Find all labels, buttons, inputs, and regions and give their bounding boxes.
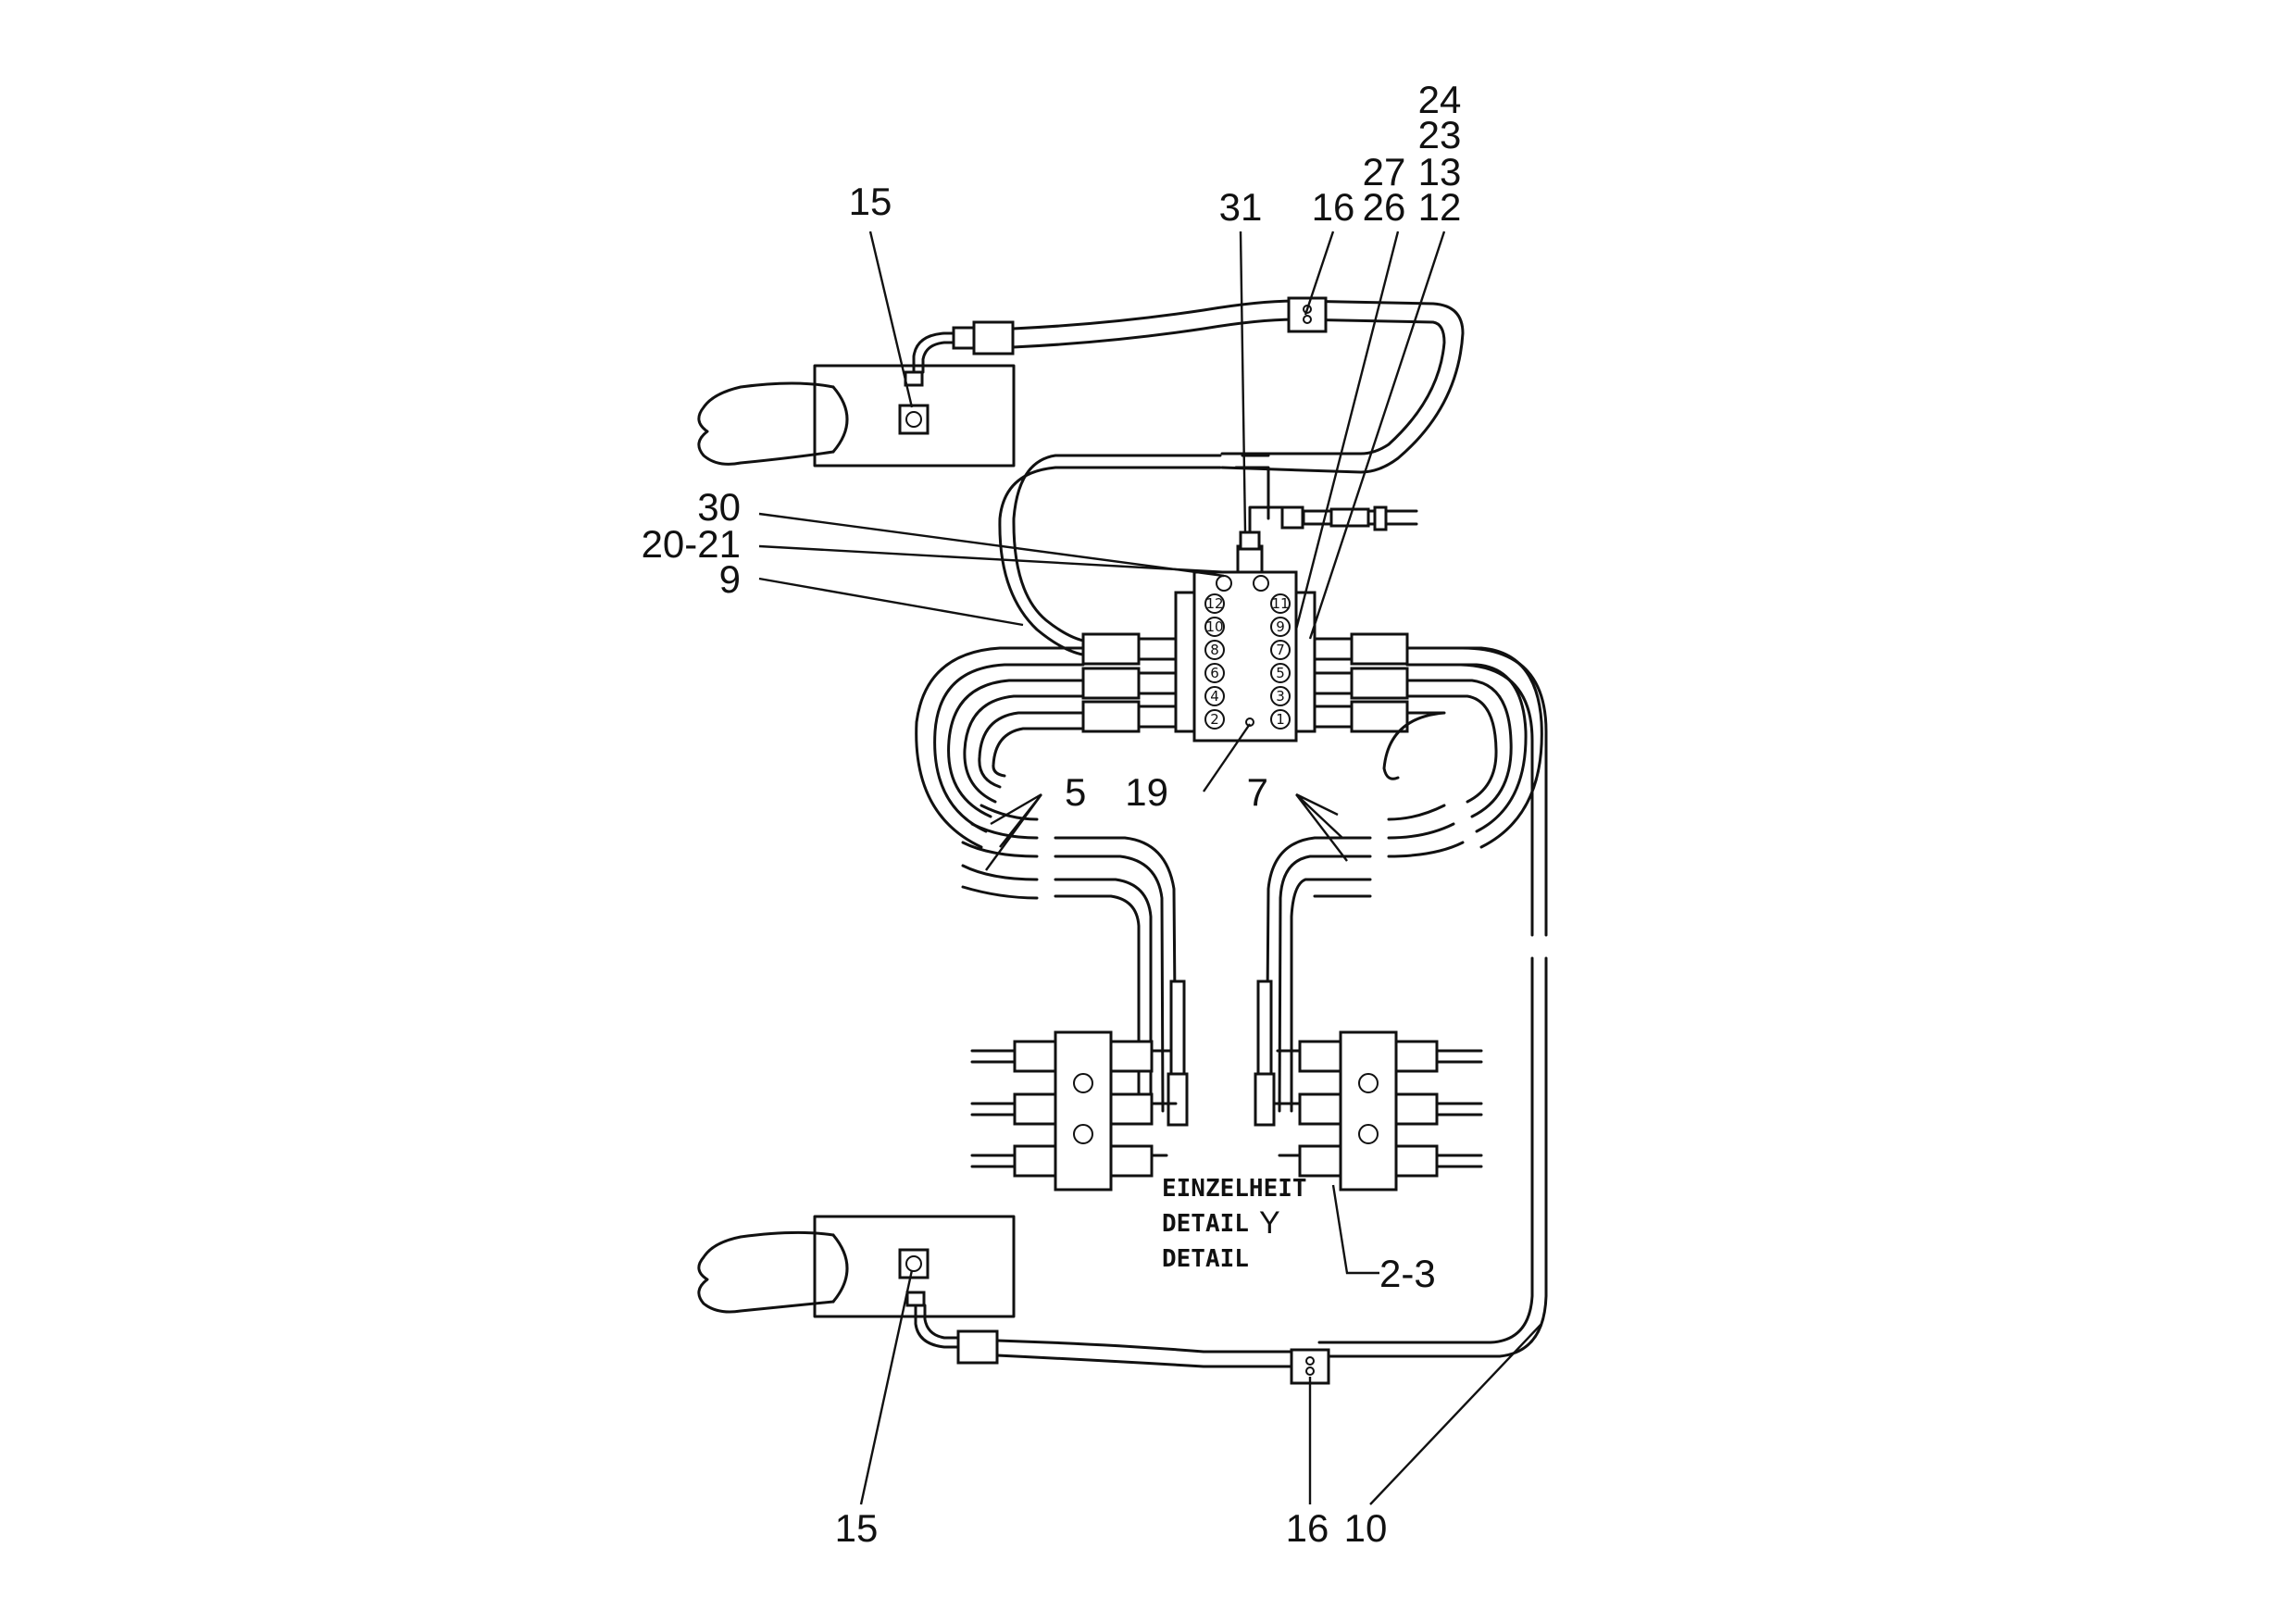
label-15-top: 15 xyxy=(849,180,892,223)
label-10: 10 xyxy=(1344,1506,1388,1550)
label-16-top: 16 xyxy=(1312,185,1355,229)
port-circle-left-12 xyxy=(1204,593,1225,614)
left-loop-lines xyxy=(915,646,1189,1127)
port-number-left-8: 8 xyxy=(1210,642,1219,658)
label-16-bottom: 16 xyxy=(1286,1506,1329,1550)
detail-y-left-distributor xyxy=(970,1030,1178,1192)
part-number-labels: 15 31 16 27 26 24 23 13 12 30 20-21 9 19… xyxy=(642,78,1462,1550)
port-circle-left-8 xyxy=(1204,640,1225,660)
label-15-bottom: 15 xyxy=(835,1506,879,1550)
detail-note-line2: DETAIL xyxy=(1162,1210,1249,1238)
port-circle-right-7 xyxy=(1270,640,1291,660)
port-number-right-9: 9 xyxy=(1276,618,1285,635)
label-13: 13 xyxy=(1418,150,1462,193)
label-23: 23 xyxy=(1418,113,1462,156)
port-number-right-1: 1 xyxy=(1276,711,1285,728)
detail-marker: Y xyxy=(1259,1205,1280,1241)
ports-right: 11 9 7 5 3 1 xyxy=(1270,593,1291,730)
long-line-10 xyxy=(1317,646,1548,1358)
label-24: 24 xyxy=(1418,78,1462,121)
ports-left: 12 10 8 6 4 2 xyxy=(1204,593,1225,730)
right-fittings xyxy=(1313,632,1409,733)
label-9: 9 xyxy=(719,557,741,601)
port-circle-right-5 xyxy=(1270,663,1291,683)
port-circle-left-10 xyxy=(1204,617,1225,637)
detail-note: EINZELHEIT DETAIL Y DETAIL xyxy=(1162,1175,1307,1273)
port-number-right-5: 5 xyxy=(1276,665,1285,681)
port-number-left-4: 4 xyxy=(1210,688,1219,705)
port-number-left-2: 2 xyxy=(1210,711,1219,728)
port-circle-left-6 xyxy=(1204,663,1225,683)
inlet-fitting xyxy=(1236,505,1418,574)
bearing-housing-bottom xyxy=(697,1215,1016,1318)
port-circle-left-2 xyxy=(1204,709,1225,730)
port-number-left-6: 6 xyxy=(1210,665,1219,681)
bottom-supply-line xyxy=(914,1304,1330,1385)
label-5: 5 xyxy=(1065,770,1086,814)
port-number-left-12: 12 xyxy=(1205,595,1223,612)
port-circle-left-4 xyxy=(1204,686,1225,706)
label-27: 27 xyxy=(1363,150,1406,193)
left-fittings xyxy=(1081,632,1178,733)
label-26: 26 xyxy=(1363,185,1406,229)
feed-line-9 xyxy=(998,454,1270,657)
label-2-3: 2-3 xyxy=(1379,1252,1436,1295)
distributor-block: 12 10 8 6 4 2 11 9 7 5 3 1 xyxy=(1174,570,1316,742)
port-number-right-3: 3 xyxy=(1276,688,1285,705)
label-19: 19 xyxy=(1125,770,1168,814)
label-7: 7 xyxy=(1247,770,1268,814)
port-number-right-7: 7 xyxy=(1276,642,1285,658)
port-number-right-11: 11 xyxy=(1271,595,1289,612)
leader-lines xyxy=(758,231,1542,1505)
detail-note-line3: DETAIL xyxy=(1162,1245,1249,1273)
bearing-housing-top xyxy=(697,364,1016,468)
port-circle-right-9 xyxy=(1270,617,1291,637)
port-circle-right-1 xyxy=(1270,709,1291,730)
port-circle-right-3 xyxy=(1270,686,1291,706)
label-30: 30 xyxy=(697,485,741,529)
port-circle-right-11 xyxy=(1270,593,1291,614)
label-31: 31 xyxy=(1219,185,1263,229)
label-20-21: 20-21 xyxy=(642,522,741,566)
top-supply-line xyxy=(912,296,1465,474)
detail-note-line1: EINZELHEIT xyxy=(1162,1175,1307,1203)
label-12: 12 xyxy=(1418,185,1462,229)
detail-y-right-distributor xyxy=(1272,1030,1483,1192)
port-number-left-10: 10 xyxy=(1205,618,1223,635)
